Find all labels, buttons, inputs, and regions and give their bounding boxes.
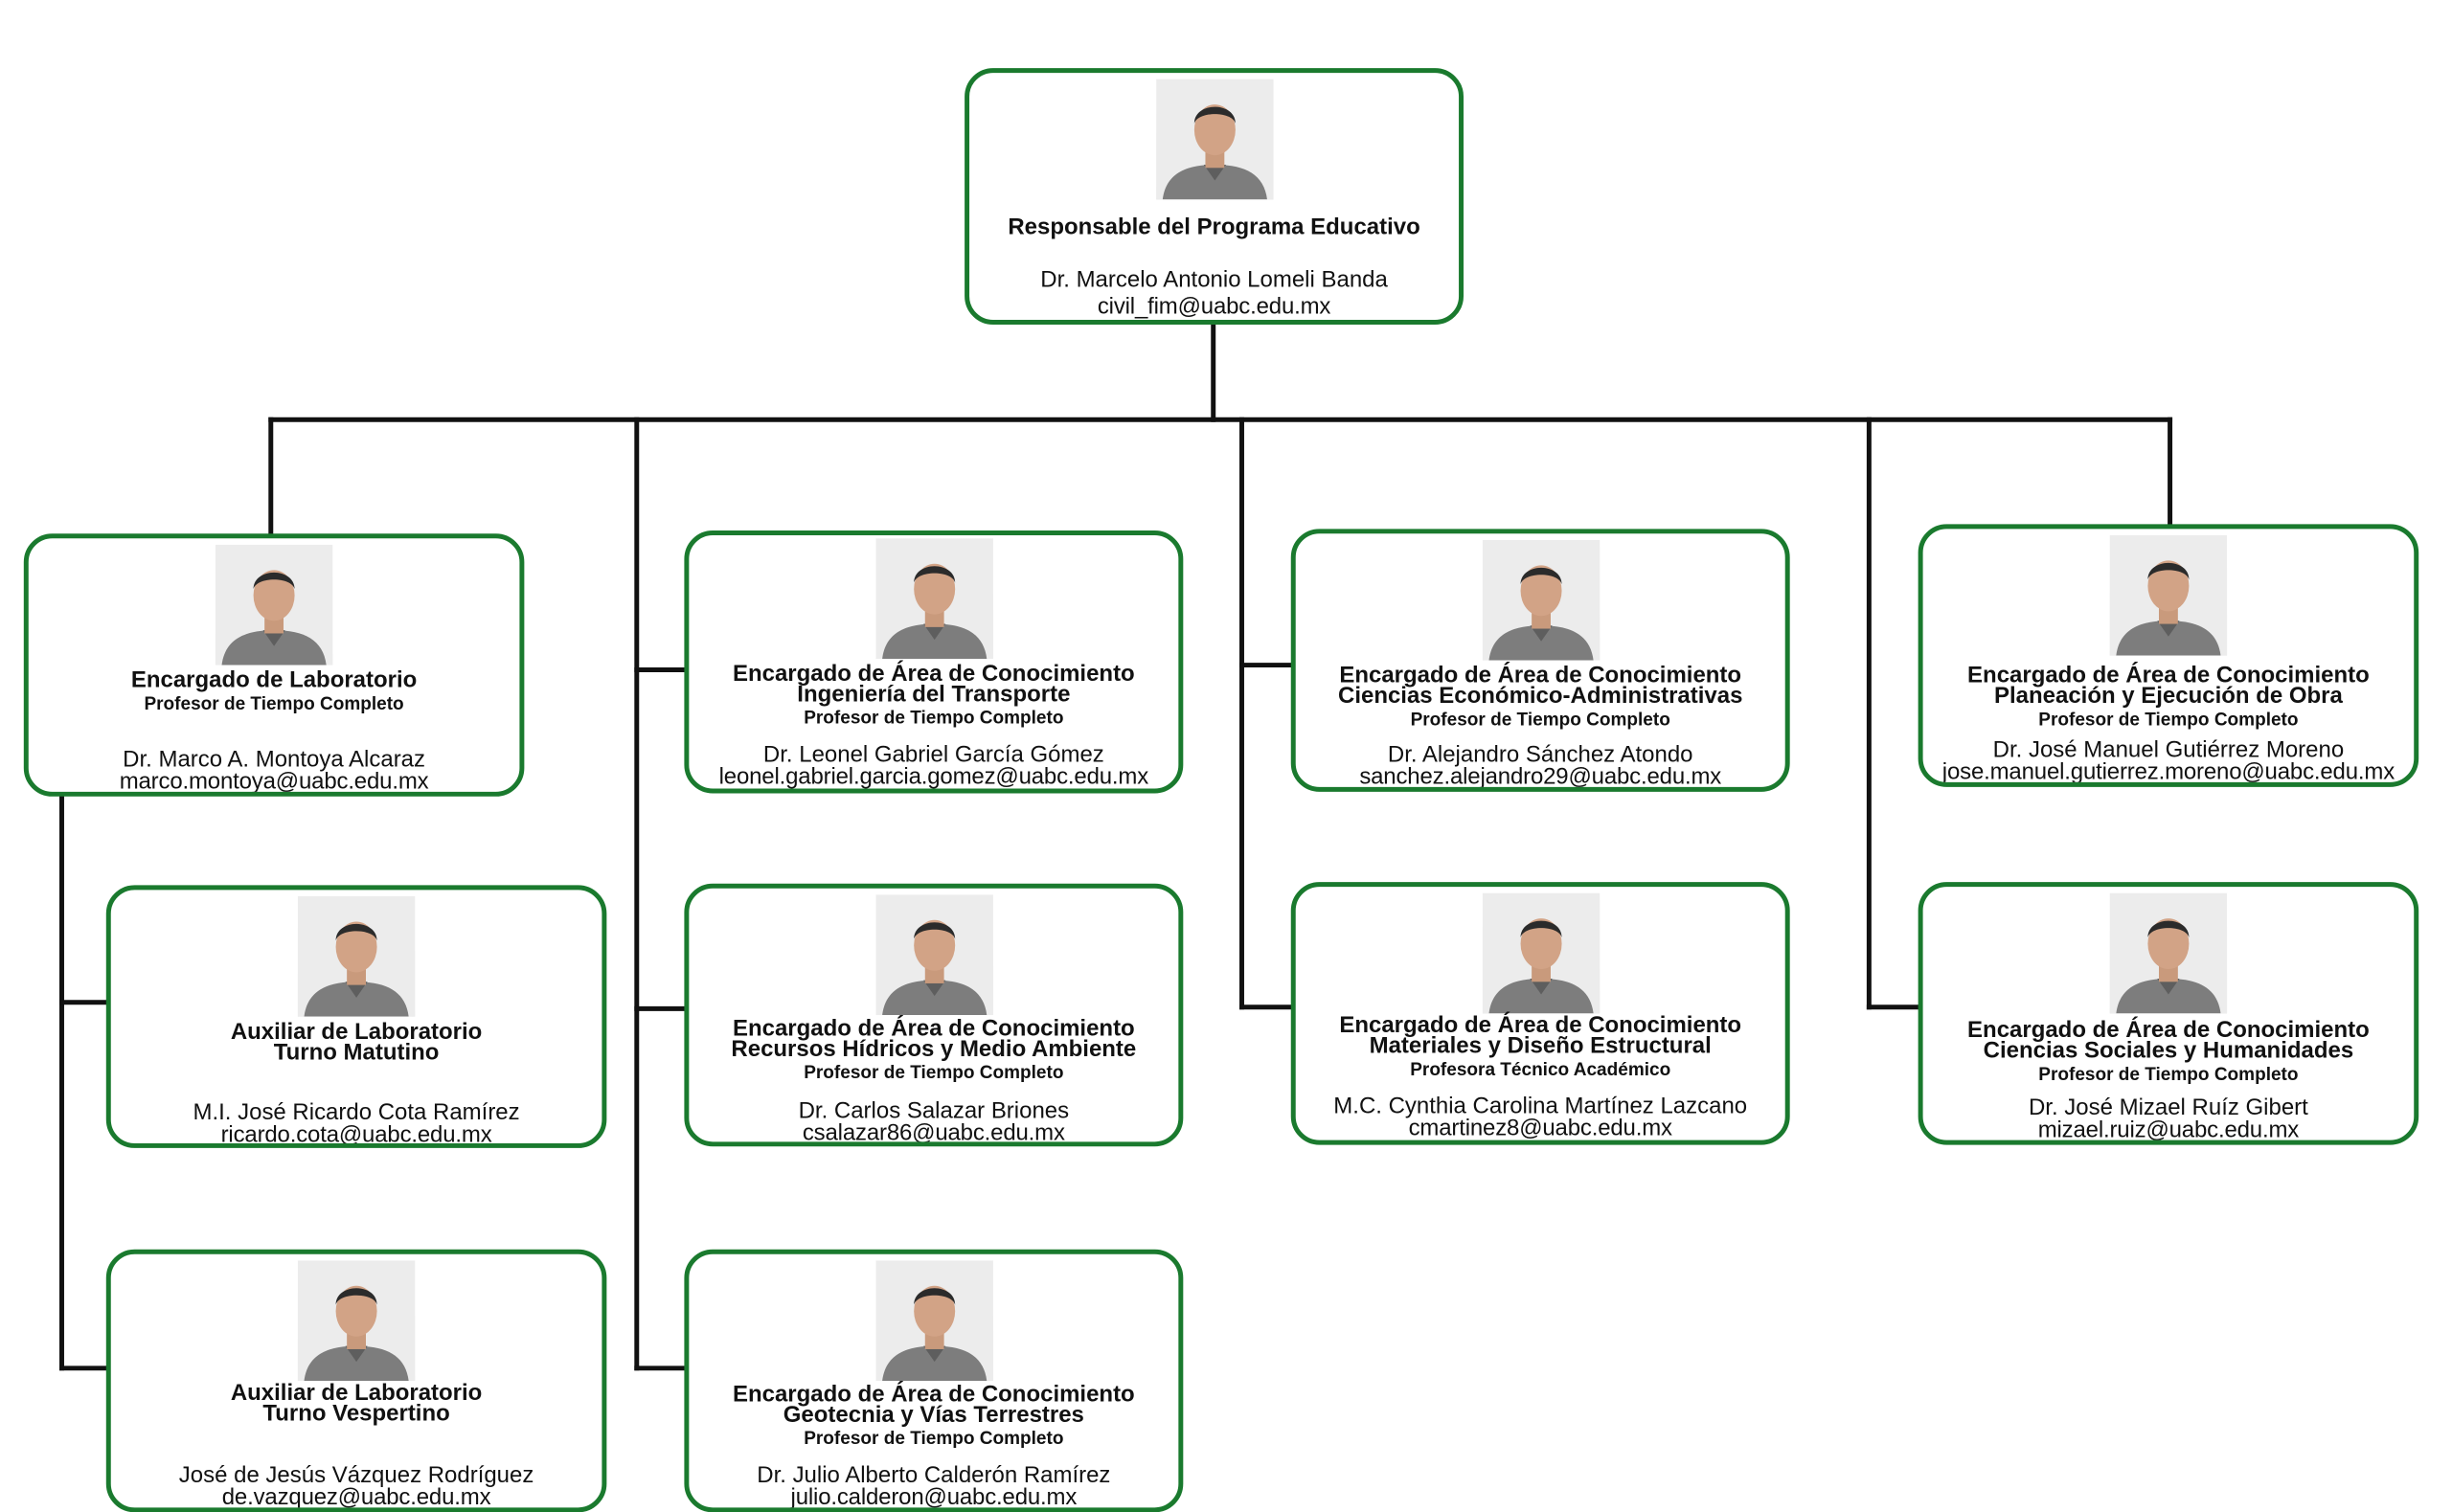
transport-card: Encargado de Área de Conocimiento Ingeni… [684,530,1184,794]
transport-title: Encargado de Área de Conocimiento [732,662,1135,688]
lab-evening-name: José de Jesús Vázquez Rodríguez [178,1463,534,1489]
water-title: Encargado de Área de Conocimiento [732,1016,1135,1043]
person-photo-icon [2109,892,2228,1014]
planning-titles: Encargado de Área de Conocimiento Planea… [1923,663,2415,732]
lab-morning-contact: M.I. José Ricardo Cota Ramírez ricardo.c… [111,1100,602,1148]
lab-evening-card: Auxiliar de Laboratorio Turno Vespertino… [105,1249,607,1512]
geotech-name: Dr. Julio Alberto Calderón Ramírez [757,1463,1111,1489]
planning-role: Profesor de Tiempo Completo [2038,711,2299,731]
planning-card: Encargado de Área de Conocimiento Planea… [1918,524,2419,787]
social-email[interactable]: mizael.ruiz@uabc.edu.mx [2037,1117,2300,1143]
geotech-titles: Encargado de Área de Conocimiento Geotec… [689,1382,1178,1451]
social-title: Encargado de Área de Conocimiento [1967,1018,2370,1044]
lab-card: Encargado de Laboratorio Profesor de Tie… [23,533,525,797]
planning-contact: Dr. José Manuel Gutiérrez Moreno jose.ma… [1923,737,2415,786]
social-area: Ciencias Sociales y Humanidades [1983,1038,2354,1065]
economics-title: Encargado de Área de Conocimiento [1339,663,1742,689]
transport-contact: Dr. Leonel Gabriel García Gómez leonel.g… [689,742,1178,791]
lab-morning-name: M.I. José Ricardo Cota Ramírez [193,1100,520,1126]
materials-role: Profesora Técnico Académico [1410,1060,1671,1080]
geotech-email[interactable]: julio.calderon@uabc.edu.mx [790,1485,1078,1511]
materials-area: Materiales y Diseño Estructural [1369,1033,1712,1060]
person-photo-icon [1482,892,1600,1014]
lab-subtitle: Profesor de Tiempo Completo [144,694,404,714]
lab-name: Dr. Marco A. Montoya Alcaraz [123,747,426,774]
social-card: Encargado de Área de Conocimiento Cienci… [1918,882,2419,1145]
lab-morning-title: Auxiliar de Laboratorio [230,1019,483,1046]
water-name: Dr. Carlos Salazar Briones [798,1098,1070,1125]
materials-card: Encargado de Área de Conocimiento Materi… [1290,882,1790,1145]
person-photo-icon [874,894,993,1016]
materials-titles: Encargado de Área de Conocimiento Materi… [1296,1013,1785,1082]
person-photo-icon [1482,539,1600,661]
lab-titles: Encargado de Laboratorio Profesor de Tie… [29,667,520,715]
root-card: Responsable del Programa Educativo Dr. M… [965,68,1464,326]
economics-email[interactable]: sanchez.alejandro29@uabc.edu.mx [1359,764,1722,791]
planning-area: Planeación y Ejecución de Obra [1994,684,2343,710]
lab-morning-subtitle: Turno Matutino [273,1040,440,1066]
water-email[interactable]: csalazar86@uabc.edu.mx [802,1120,1065,1147]
water-card: Encargado de Área de Conocimiento Recurs… [684,883,1184,1147]
root-title: Responsable del Programa Educativo [1008,214,1420,241]
economics-contact: Dr. Alejandro Sánchez Atondo sanchez.ale… [1296,742,1785,791]
lab-evening-titles: Auxiliar de Laboratorio Turno Vespertino [111,1381,602,1427]
water-titles: Encargado de Área de Conocimiento Recurs… [689,1016,1178,1085]
planning-email[interactable]: jose.manuel.gutierrez.moreno@uabc.edu.mx [1941,759,2395,786]
materials-contact: M.C. Cynthia Carolina Martínez Lazcano c… [1296,1095,1785,1140]
materials-title: Encargado de Área de Conocimiento [1339,1013,1742,1039]
materials-email[interactable]: cmartinez8@uabc.edu.mx [1408,1116,1672,1142]
lab-morning-titles: Auxiliar de Laboratorio Turno Matutino [111,1019,602,1066]
water-contact: Dr. Carlos Salazar Briones csalazar86@ua… [689,1098,1178,1147]
lab-morning-email[interactable]: ricardo.cota@uabc.edu.mx [220,1122,492,1148]
transport-role: Profesor de Tiempo Completo [804,709,1064,729]
social-contact: Dr. José Mizael Ruíz Gibert mizael.ruiz@… [1923,1095,2415,1143]
economics-role: Profesor de Tiempo Completo [1410,711,1670,731]
lab-title: Encargado de Laboratorio [130,667,418,694]
water-area: Recursos Hídricos y Medio Ambiente [731,1037,1137,1063]
geotech-card: Encargado de Área de Conocimiento Geotec… [684,1249,1184,1512]
lab-evening-subtitle: Turno Vespertino [262,1401,450,1427]
person-photo-icon [2109,534,2228,656]
transport-titles: Encargado de Área de Conocimiento Ingeni… [689,662,1178,731]
geotech-title: Encargado de Área de Conocimiento [732,1382,1135,1409]
lab-evening-contact: José de Jesús Vázquez Rodríguez de.vazqu… [111,1463,602,1511]
planning-title: Encargado de Área de Conocimiento [1967,663,2370,689]
geotech-contact: Dr. Julio Alberto Calderón Ramírez julio… [689,1463,1178,1511]
transport-email[interactable]: leonel.gabriel.garcia.gomez@uabc.edu.mx [718,764,1149,791]
person-photo-icon [297,1260,416,1382]
economics-card: Encargado de Área de Conocimiento Cienci… [1290,529,1790,792]
root-email[interactable]: civil_fim@uabc.edu.mx [1097,294,1331,321]
economics-area: Ciencias Económico-Administrativas [1338,684,1743,710]
geotech-role: Profesor de Tiempo Completo [804,1430,1064,1450]
person-photo-icon [1155,79,1273,200]
materials-name: M.C. Cynthia Carolina Martínez Lazcano [1333,1094,1748,1120]
geotech-area: Geotecnia y Vías Terrestres [783,1403,1084,1429]
lab-email[interactable]: marco.montoya@uabc.edu.mx [119,769,429,796]
lab-evening-email[interactable]: de.vazquez@uabc.edu.mx [221,1485,491,1511]
social-titles: Encargado de Área de Conocimiento Cienci… [1923,1018,2415,1087]
economics-name: Dr. Alejandro Sánchez Atondo [1387,742,1693,769]
person-photo-icon [215,544,333,666]
economics-titles: Encargado de Área de Conocimiento Cienci… [1296,663,1785,732]
lab-morning-card: Auxiliar de Laboratorio Turno Matutino M… [105,885,607,1148]
person-photo-icon [874,1260,993,1382]
transport-name: Dr. Leonel Gabriel García Gómez [762,742,1104,769]
person-photo-icon [874,538,993,659]
root-name-text: Dr. Marcelo Antonio Lomeli Banda [1040,267,1388,293]
lab-evening-title: Auxiliar de Laboratorio [230,1381,483,1407]
root-name: Dr. Marcelo Antonio Lomeli Banda civil_f… [969,267,1459,321]
transport-area: Ingeniería del Transporte [797,682,1071,709]
social-name: Dr. José Mizael Ruíz Gibert [2028,1095,2308,1121]
person-photo-icon [297,895,416,1017]
water-role: Profesor de Tiempo Completo [804,1064,1064,1084]
planning-name: Dr. José Manuel Gutiérrez Moreno [1992,737,2345,764]
social-role: Profesor de Tiempo Completo [2038,1065,2299,1085]
lab-contact: Dr. Marco A. Montoya Alcaraz marco.monto… [29,747,520,796]
